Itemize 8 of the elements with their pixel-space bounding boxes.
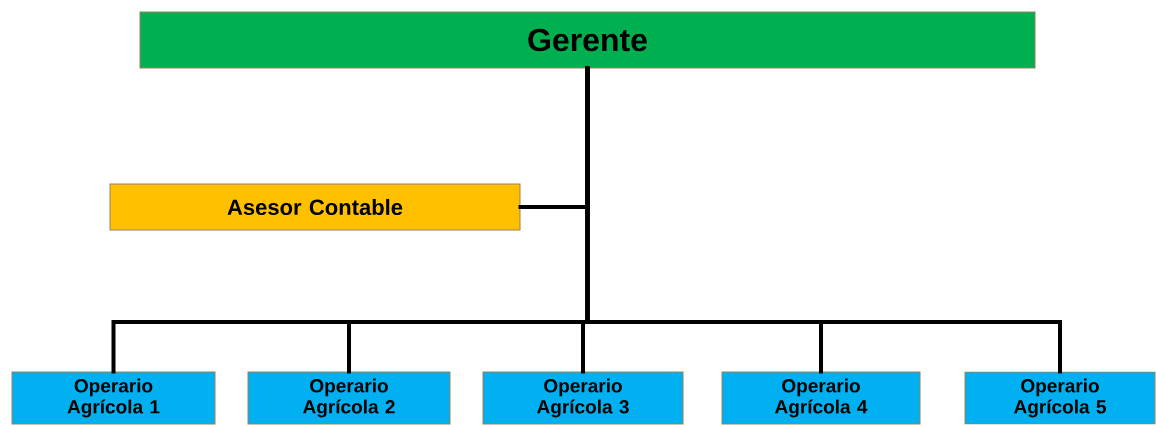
worker-box: Operario Agrícola 3 <box>482 371 684 425</box>
worker-box: Operario Agrícola 4 <box>721 371 921 425</box>
worker-box: Operario Agrícola 1 <box>11 371 216 425</box>
worker-box: Operario Agrícola 2 <box>247 371 451 425</box>
advisor-box: Asesor Contable <box>109 183 521 231</box>
connector-line <box>585 66 1062 374</box>
manager-box: Gerente <box>139 11 1036 69</box>
worker-box: Operario Agrícola 5 <box>964 371 1156 425</box>
